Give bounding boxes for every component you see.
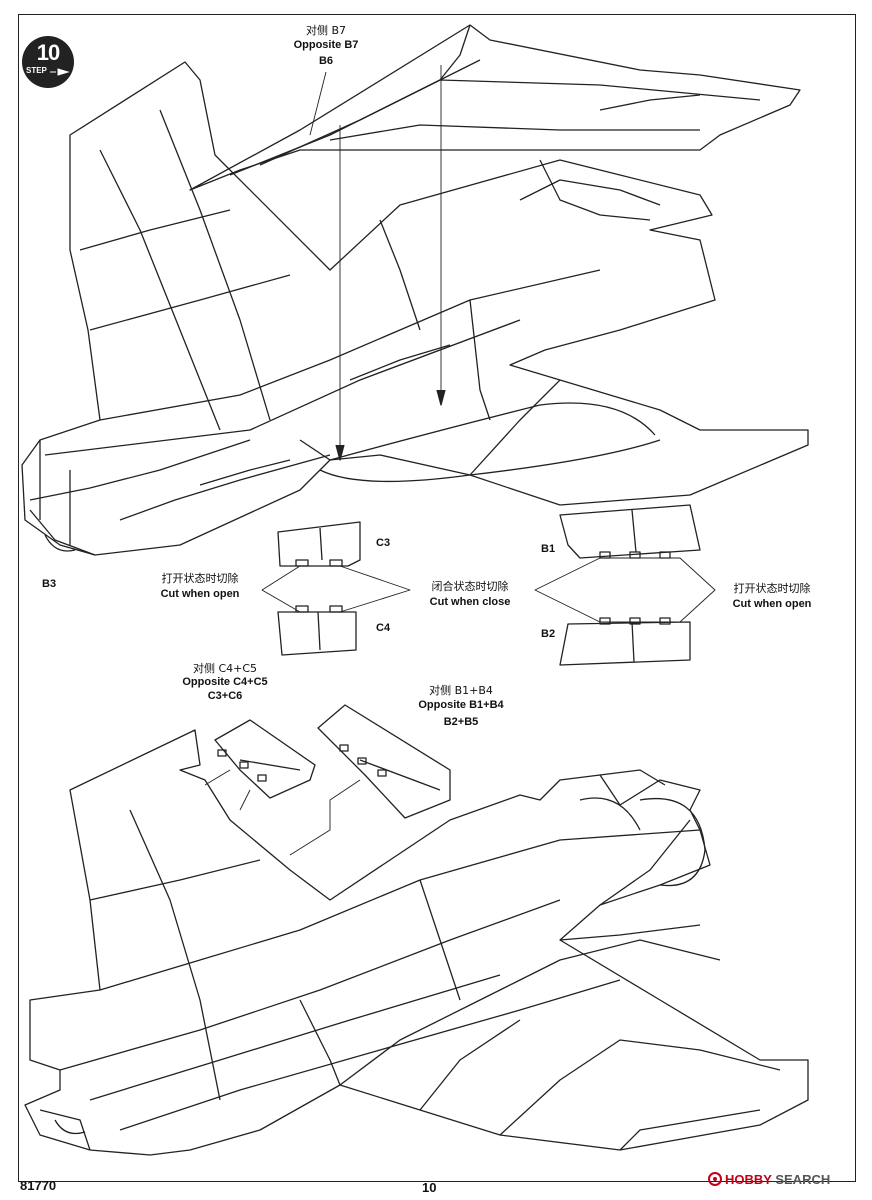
flap-close-cn: 闭合状态时切除 (431, 580, 509, 593)
b6-panel (189, 24, 801, 191)
hobbysearch-logo-icon (708, 1172, 722, 1186)
step-badge: 10 STEP (22, 36, 74, 88)
lower-flap-parts (204, 704, 451, 856)
flap-b-lower-label: B2 (541, 628, 556, 640)
top-callout-part: B6 (318, 55, 334, 67)
kit-number: 81770 (20, 1178, 57, 1193)
page-number: 10 (422, 1180, 437, 1195)
flap-close-en: Cut when close (429, 596, 511, 608)
callout-b-cn: 对侧 B1+B4 (429, 684, 493, 697)
callout-b-en: Opposite B1+B4 (418, 699, 504, 711)
page-frame (18, 14, 856, 1182)
callout-c-en: Opposite C4+C5 (182, 676, 268, 688)
flap-c-open-cn: 打开状态时切除 (161, 572, 239, 585)
callout-c-part: C3+C6 (207, 690, 243, 702)
flap-b-diagram (534, 504, 716, 666)
flap-b-upper-label: B1 (541, 543, 556, 555)
flap-b-open-en: Cut when open (732, 598, 812, 610)
lower-aircraft (24, 729, 809, 1156)
step-number: 10 (36, 40, 60, 65)
flap-c-lower-label: C4 (376, 622, 391, 634)
flap-c-upper-label: C3 (376, 537, 391, 549)
watermark-search: SEARCH (775, 1172, 831, 1187)
flap-b-open-cn: 打开状态时切除 (733, 582, 811, 595)
top-callout-en: Opposite B7 (293, 39, 359, 51)
part-b3-label: B3 (42, 578, 57, 590)
flap-c-open-en: Cut when open (160, 588, 240, 600)
callout-b-part: B2+B5 (443, 716, 479, 728)
flap-c-diagram (261, 521, 411, 656)
b6-arrows (309, 65, 446, 461)
watermark: HOBBY SEARCH (708, 1172, 868, 1192)
step-badge-graphic (22, 36, 74, 88)
top-callout-cn: 对侧 B7 (305, 24, 347, 37)
callout-c-cn: 对侧 C4+C5 (192, 662, 258, 675)
watermark-brand: HOBBY (725, 1172, 772, 1187)
upper-wing-assembly (21, 61, 809, 556)
step-word: STEP (26, 66, 47, 75)
